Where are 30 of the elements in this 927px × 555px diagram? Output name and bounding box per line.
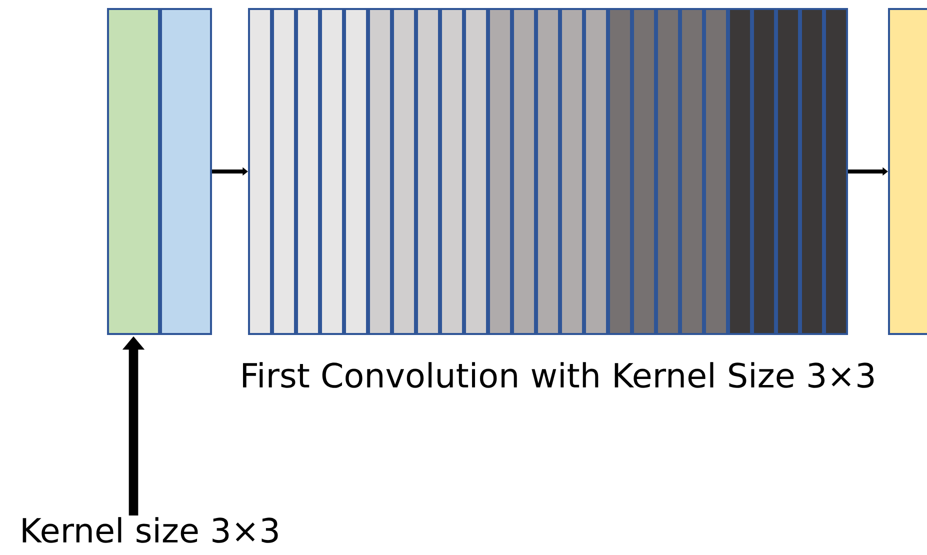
feature-map-bar — [656, 8, 680, 335]
feature-map-bar — [704, 8, 728, 335]
feature-map-bar — [464, 8, 488, 335]
feature-map-bar — [107, 8, 160, 335]
feature-map-bar — [824, 8, 848, 335]
feature-map-bar — [776, 8, 800, 335]
feature-map-bar — [584, 8, 608, 335]
feature-map-bar — [320, 8, 344, 335]
feature-map-bar — [248, 8, 272, 335]
feature-map-bar — [368, 8, 392, 335]
feature-map-bar — [160, 8, 212, 335]
feature-map-bar — [296, 8, 320, 335]
feature-map-bar — [416, 8, 440, 335]
caption-text: First Convolution with Kernel Size 3×3 — [243, 362, 874, 388]
caption-text: Kernel size 3×3 — [22, 517, 278, 543]
feature-map-bar — [608, 8, 632, 335]
feature-map-bar — [680, 8, 704, 335]
feature-map-bar — [728, 8, 752, 335]
feature-map-bar — [632, 8, 656, 335]
feature-map-bar — [800, 8, 824, 335]
feature-map-bar — [392, 8, 416, 335]
feature-map-bar — [888, 8, 927, 335]
feature-map-bar — [272, 8, 296, 335]
feature-map-bar — [560, 8, 584, 335]
feature-map-bar — [752, 8, 776, 335]
feature-map-bar — [536, 8, 560, 335]
feature-map-bar — [488, 8, 512, 335]
feature-map-bar — [440, 8, 464, 335]
feature-map-bar — [344, 8, 368, 335]
feature-map-bar — [512, 8, 536, 335]
